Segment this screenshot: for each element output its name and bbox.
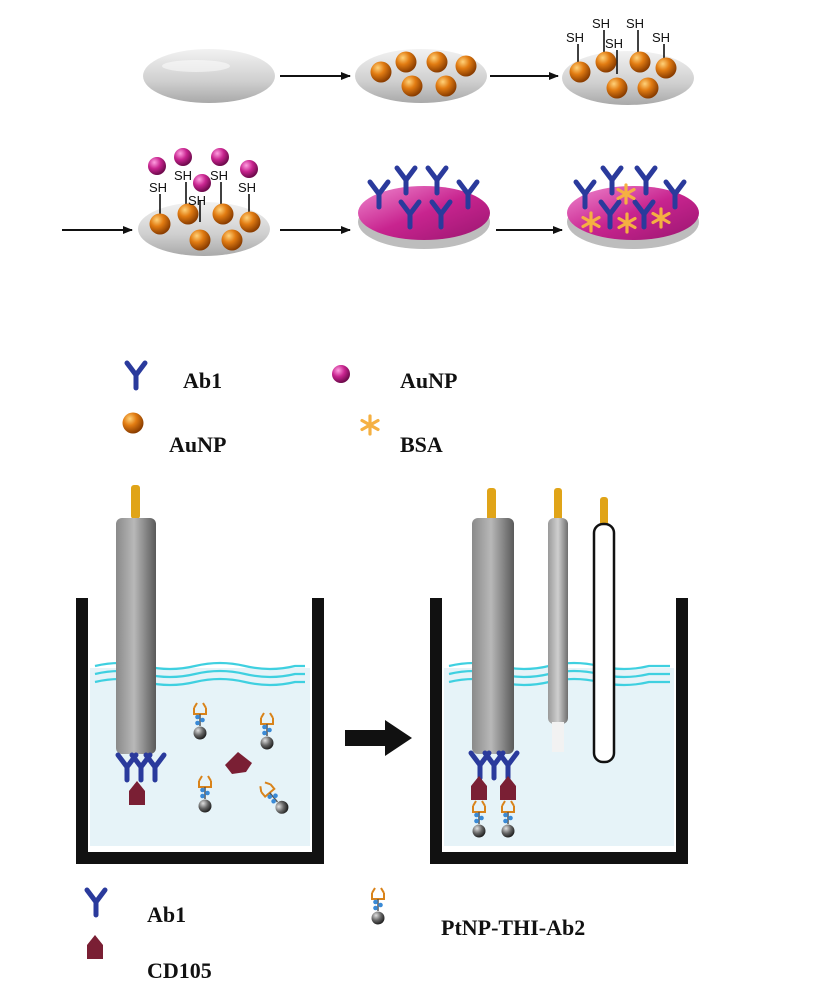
legend-cd105-icon (87, 935, 103, 959)
step-4-aunp-pink-electrode: SH SH SH SH SH (138, 148, 270, 256)
legend-bottom-ab1-label: Ab1 (147, 902, 187, 927)
legend-ab1-label: Ab1 (183, 368, 223, 393)
sh-label: SH (652, 30, 670, 45)
step-1-bare-electrode (143, 49, 275, 103)
legend-aunp-orange-label: AuNP (169, 432, 227, 457)
sh-label: SH (188, 193, 206, 208)
step-2-aunp-orange-electrode (355, 49, 487, 103)
sh-label: SH (605, 36, 623, 51)
legend-ab1-icon (127, 363, 145, 388)
sh-label: SH (566, 30, 584, 45)
legend-bsa-icon (360, 414, 380, 436)
working-electrode (472, 518, 514, 754)
incubation-beaker (76, 485, 324, 864)
counter-electrode-lead (600, 497, 608, 527)
sh-label: SH (149, 180, 167, 195)
reference-electrode (548, 518, 568, 724)
sh-label: SH (174, 168, 192, 183)
cd105-free (225, 752, 252, 774)
legend-cd105-label: CD105 (147, 958, 212, 983)
step-5-antibody-electrode (358, 168, 490, 249)
detection-beaker (430, 488, 688, 864)
sh-label: SH (626, 16, 644, 31)
legend-aunp-pink-icon (332, 365, 350, 383)
working-electrode (116, 518, 156, 754)
legend-aunp-orange-icon (122, 412, 144, 434)
step-6-bsa-blocked-electrode (567, 168, 699, 249)
step-3-thiol-electrode: SH SH SH SH SH (562, 16, 694, 105)
legend-ptnp-label: PtNP-THI-Ab2 (441, 915, 586, 940)
working-electrode-lead (487, 488, 496, 522)
transfer-arrow (345, 720, 412, 756)
working-electrode-lead (131, 485, 140, 519)
sh-label: SH (592, 16, 610, 31)
reference-electrode-lead (554, 488, 562, 522)
legend-bsa-label: BSA (400, 432, 443, 457)
sh-label: SH (210, 168, 228, 183)
legend-ptnp-icon (370, 887, 386, 926)
legend-bottom-ab1-icon (87, 890, 105, 915)
sh-label: SH (238, 180, 256, 195)
legend-aunp-pink-label: AuNP (400, 368, 458, 393)
counter-electrode (592, 522, 616, 764)
